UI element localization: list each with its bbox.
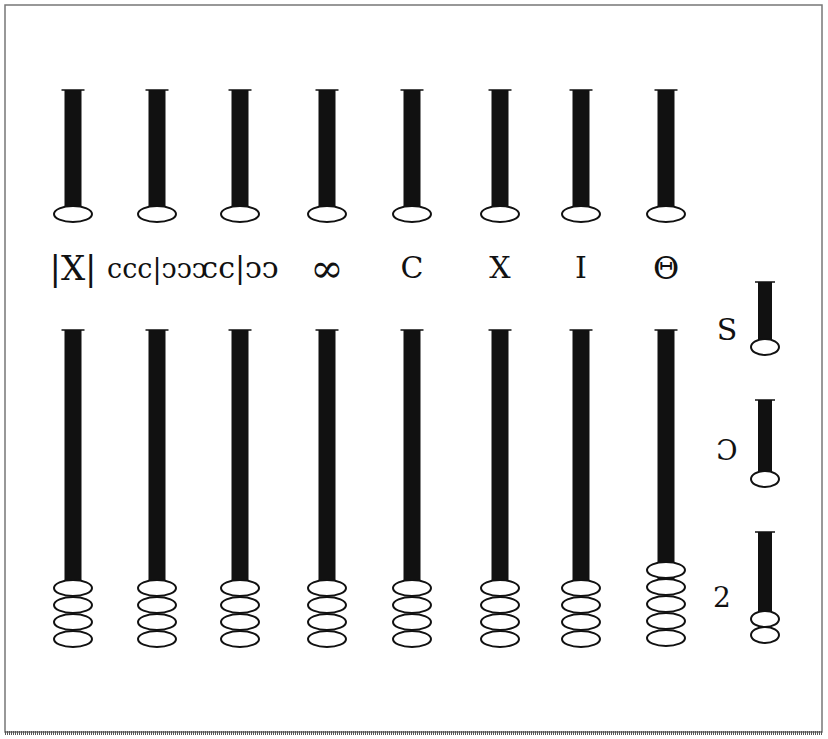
bead — [393, 206, 431, 222]
rod-cap — [489, 89, 512, 91]
rod — [319, 90, 336, 208]
bead — [393, 580, 431, 596]
rod — [573, 90, 590, 208]
rod — [492, 90, 509, 208]
rod-cap — [755, 281, 775, 283]
bead — [138, 631, 176, 647]
rod — [404, 330, 421, 580]
bead — [221, 597, 259, 613]
rod-cap — [655, 329, 678, 331]
column-label: cc|ↄↄ — [201, 253, 278, 283]
rod-cap — [146, 89, 169, 91]
bead — [221, 631, 259, 647]
rod — [492, 330, 509, 580]
beads — [54, 206, 779, 647]
bead — [481, 631, 519, 647]
bead — [647, 630, 685, 646]
bead — [308, 614, 346, 630]
bead — [562, 597, 600, 613]
bead — [647, 579, 685, 595]
rod-cap — [755, 531, 775, 533]
rod-cap — [146, 329, 169, 331]
bead — [562, 631, 600, 647]
bead — [138, 597, 176, 613]
rod — [65, 90, 82, 208]
bead — [751, 471, 779, 487]
bead — [138, 614, 176, 630]
rod — [758, 532, 772, 612]
rod — [232, 90, 249, 208]
column-label: |X| — [49, 251, 96, 285]
bead — [54, 580, 92, 596]
column-label: X — [489, 253, 510, 283]
frame-edge — [5, 731, 822, 735]
bead — [562, 614, 600, 630]
bead — [481, 580, 519, 596]
rod-cap — [755, 399, 775, 401]
rod — [149, 90, 166, 208]
bead — [647, 613, 685, 629]
column-label: C — [401, 253, 424, 283]
bead — [562, 206, 600, 222]
column-label: ∞ — [310, 248, 343, 288]
column-label: Θ — [653, 252, 679, 284]
bead — [308, 580, 346, 596]
rod — [404, 90, 421, 208]
rod — [319, 330, 336, 580]
rod — [232, 330, 249, 580]
bead — [54, 597, 92, 613]
bead — [54, 631, 92, 647]
bead — [308, 631, 346, 647]
rod — [758, 282, 772, 340]
bead — [221, 614, 259, 630]
bead — [647, 596, 685, 612]
rod — [149, 330, 166, 580]
rod — [658, 90, 675, 208]
rod — [758, 400, 772, 472]
bead — [308, 206, 346, 222]
bead — [481, 597, 519, 613]
slot-label: S — [717, 315, 738, 345]
rod-cap — [570, 329, 593, 331]
bead — [54, 206, 92, 222]
rod — [573, 330, 590, 580]
bead — [481, 614, 519, 630]
bead — [647, 562, 685, 578]
bead — [393, 597, 431, 613]
rod-cap — [229, 329, 252, 331]
bead — [562, 580, 600, 596]
slot-label: 2 — [713, 584, 731, 612]
rod-cap — [229, 89, 252, 91]
rod-cap — [316, 329, 339, 331]
rod-cap — [62, 329, 85, 331]
rod-cap — [401, 89, 424, 91]
bead — [751, 339, 779, 355]
column-label: I — [575, 253, 587, 283]
slot-label: Ɔ — [716, 437, 737, 465]
rod-cap — [316, 89, 339, 91]
bead — [647, 206, 685, 222]
bead — [481, 206, 519, 222]
bead — [221, 206, 259, 222]
bead — [138, 580, 176, 596]
bead — [308, 597, 346, 613]
bead — [393, 631, 431, 647]
bead — [751, 627, 779, 643]
rod — [658, 330, 675, 580]
rod-cap — [401, 329, 424, 331]
rods — [62, 90, 776, 612]
rod-cap — [489, 329, 512, 331]
bead — [751, 611, 779, 627]
rod — [65, 330, 82, 580]
bead — [138, 206, 176, 222]
rod-cap — [655, 89, 678, 91]
bead — [221, 580, 259, 596]
rod-cap — [62, 89, 85, 91]
bead — [54, 614, 92, 630]
bead — [393, 614, 431, 630]
column-label: ccc|ↄↄↄ — [107, 255, 207, 282]
rod-cap — [570, 89, 593, 91]
frame — [5, 5, 822, 732]
